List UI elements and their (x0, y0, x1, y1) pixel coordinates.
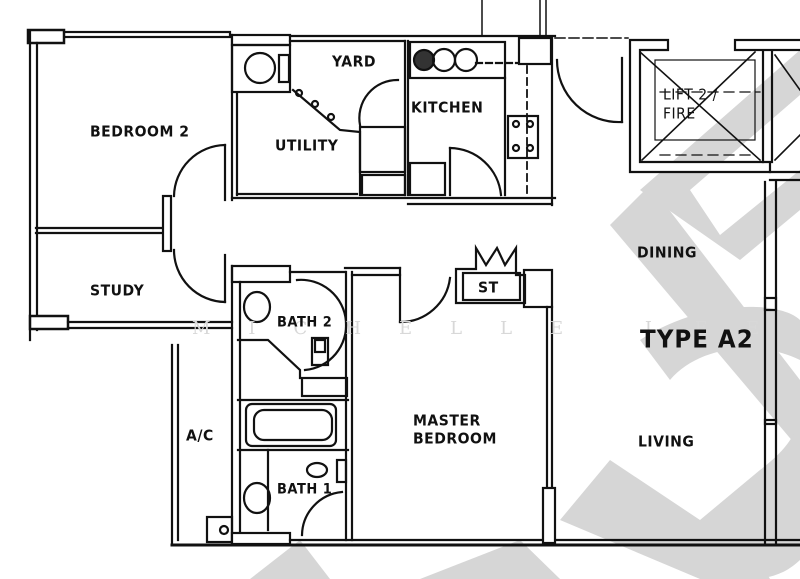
room-label-study: STUDY (90, 282, 145, 300)
plan-type-title: TYPE A2 (640, 325, 754, 355)
room-label-dining: DINING (637, 244, 697, 262)
room-label-bath-2: BATH 2 (277, 314, 333, 331)
room-label-kitchen: KITCHEN (411, 99, 484, 117)
room-label-bath-1: BATH 1 (277, 481, 333, 498)
room-label-living: LIVING (638, 433, 695, 451)
room-label-lift-line2: FIRE (663, 105, 696, 123)
room-label-bedroom-2: BEDROOM 2 (90, 123, 190, 141)
room-label-ac: A/C (186, 427, 214, 445)
room-label-master-bedroom-line2: BEDROOM (413, 430, 497, 448)
room-label-utility: UTILITY (275, 137, 339, 155)
room-label-master-bedroom-line1: MASTER (413, 412, 481, 430)
room-label-lift-line1: LIFT 2 / (663, 86, 718, 104)
room-label-yard: YARD (332, 53, 377, 71)
room-label-store: ST (478, 279, 499, 297)
watermark-logo (250, 50, 800, 579)
watermark-text: MICHELLE LEE (192, 318, 798, 339)
